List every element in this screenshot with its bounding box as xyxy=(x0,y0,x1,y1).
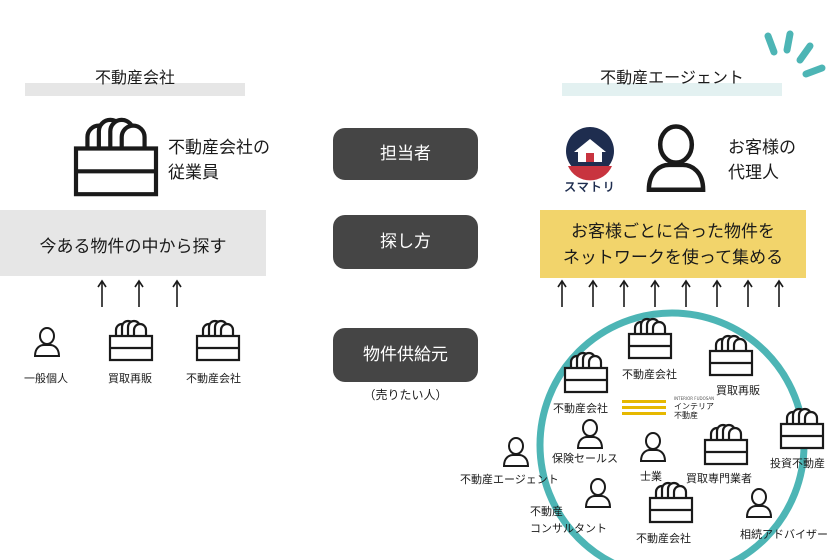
investment-group-icon xyxy=(779,407,825,450)
arrow-up-icon xyxy=(97,280,107,308)
company-staff-group-icon xyxy=(72,118,160,198)
resale-specialist-group-icon xyxy=(703,423,749,466)
consultant-person-icon xyxy=(585,478,611,508)
left-search-method-text: 今ある物件の中から探す xyxy=(39,237,227,257)
shigyo-person-icon xyxy=(640,432,666,462)
left-column-header: 不動産会社 xyxy=(25,69,245,96)
network-resale-specialist-label: 買取専門業者 xyxy=(686,472,752,485)
interior-logo-bars xyxy=(622,400,666,415)
source-company-label: 不動産会社 xyxy=(186,372,241,385)
network-consultant-line2: コンサルタント xyxy=(530,522,607,535)
pill-sagashikata: 探し方 xyxy=(333,215,478,269)
pill-tantousha: 担当者 xyxy=(333,128,478,180)
sparkle-decoration xyxy=(764,30,826,78)
resale-group-icon xyxy=(108,319,154,362)
inheritance-person-icon xyxy=(746,488,772,518)
right-search-line2: ネットワークを使って集める xyxy=(562,248,784,268)
resale-top-group-icon xyxy=(708,334,754,377)
company-left-group-icon xyxy=(563,351,609,394)
arrow-up-icon xyxy=(134,280,144,308)
left-search-method-box: 今ある物件の中から探す xyxy=(0,210,266,276)
smatori-house-icon xyxy=(566,127,614,181)
network-shigyo-label: 士業 xyxy=(640,470,662,483)
agent-line2: 代理人 xyxy=(728,163,779,183)
company-bottom-group-icon xyxy=(648,481,694,524)
insurance-person-icon xyxy=(577,419,603,449)
pill-bukken-label: 物件供給元 xyxy=(363,345,448,365)
left-header-title: 不動産会社 xyxy=(94,68,175,87)
right-header-title: 不動産エージェント xyxy=(600,68,744,87)
agent-line1: お客様の xyxy=(728,138,796,158)
right-search-method-text: お客様ごとに合った物件を ネットワークを使って集める xyxy=(540,219,806,271)
pill-tantousha-label: 担当者 xyxy=(380,144,431,164)
smatori-logo-text: スマトリ xyxy=(564,180,616,194)
smatori-logo: スマトリ xyxy=(560,126,620,196)
network-company-bottom-label: 不動産会社 xyxy=(636,532,691,545)
interior-logo-small: INTERIOR FUDOSAN xyxy=(674,396,715,401)
company-staff-line2: 従業員 xyxy=(168,163,219,183)
network-inheritance-label: 相続アドバイザー xyxy=(740,528,828,541)
arrow-up-icon xyxy=(172,280,182,308)
network-consultant-line1: 不動産 xyxy=(530,505,563,518)
individual-person-icon xyxy=(34,327,60,357)
company-staff-label: 不動産会社の 従業員 xyxy=(168,136,270,186)
source-individual-label: 一般個人 xyxy=(24,372,68,385)
right-search-method-box: お客様ごとに合った物件を ネットワークを使って集める xyxy=(540,210,806,278)
interior-logo-line1: インテリア xyxy=(674,402,714,411)
right-column-header: 不動産エージェント xyxy=(562,69,782,96)
agent-label: お客様の 代理人 xyxy=(728,136,796,186)
agent-person-icon xyxy=(640,122,712,192)
network-company-top-label: 不動産会社 xyxy=(622,368,677,381)
network-agent-label: 不動産エージェント xyxy=(460,473,559,486)
agent-outside-person-icon xyxy=(503,437,529,467)
company-group-icon xyxy=(195,319,241,362)
network-resale-top-label: 買取再販 xyxy=(716,384,760,397)
interior-fudosan-logo: INTERIOR FUDOSAN インテリア 不動産 xyxy=(622,396,715,422)
pill-sagashikata-label: 探し方 xyxy=(380,232,431,252)
company-staff-line1: 不動産会社の xyxy=(168,138,270,158)
network-company-left-label: 不動産会社 xyxy=(553,402,608,415)
right-search-line1: お客様ごとに合った物件を xyxy=(571,222,775,242)
network-insurance-label: 保険セールス xyxy=(552,452,618,465)
company-top-group-icon xyxy=(627,317,673,360)
pill-bukken-sub: （売りたい人） xyxy=(363,388,448,402)
interior-logo-line2: 不動産 xyxy=(674,411,698,420)
network-investment-label: 投資不動産 xyxy=(770,457,825,470)
network-consultant-label: 不動産 コンサルタント xyxy=(530,505,607,535)
source-resale-label: 買取再販 xyxy=(108,372,152,385)
pill-bukken-kyokyumoto: 物件供給元 xyxy=(333,328,478,382)
